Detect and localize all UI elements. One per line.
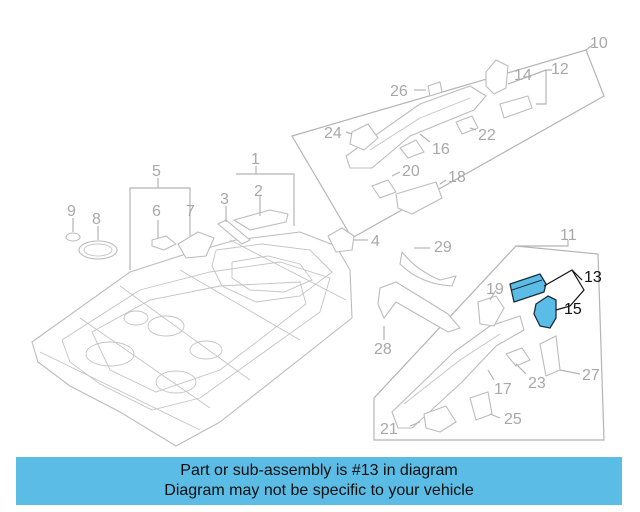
callout-16: 16 — [432, 141, 450, 158]
callout-11: 11 — [560, 227, 577, 244]
part-4-bracket — [327, 227, 355, 253]
part-9-plug — [65, 232, 81, 242]
callout-19: 19 — [486, 281, 504, 298]
panel-11-parts — [391, 295, 561, 433]
callout-29: 29 — [434, 239, 452, 256]
callout-labels: 1 2 3 4 5 6 7 8 9 10 11 12 13 14 15 16 1… — [67, 35, 608, 438]
part-2-rail — [233, 209, 289, 231]
callout-15[interactable]: 15 — [564, 301, 582, 318]
part-29-bracket — [399, 251, 457, 287]
callout-25: 25 — [504, 411, 522, 428]
callout-3: 3 — [220, 191, 229, 208]
part-7-bracket — [177, 231, 215, 259]
callout-21: 21 — [380, 421, 398, 438]
callout-28: 28 — [374, 341, 392, 358]
callout-5: 5 — [152, 163, 161, 180]
callout-23: 23 — [528, 375, 546, 392]
banner-line-2: Diagram may not be specific to your vehi… — [164, 482, 474, 499]
leader-lines — [72, 43, 595, 427]
callout-26: 26 — [390, 83, 408, 100]
floor-pan-assembly — [31, 231, 353, 447]
part-3-rail — [217, 219, 251, 245]
callout-24: 24 — [324, 125, 342, 142]
callout-2: 2 — [254, 183, 263, 200]
panel-10-parts — [345, 59, 533, 215]
callout-14: 14 — [514, 67, 532, 84]
callout-17: 17 — [494, 381, 512, 398]
callout-7: 7 — [186, 203, 195, 220]
callout-13[interactable]: 13 — [584, 269, 602, 286]
part-6-bracket — [151, 235, 177, 251]
callout-8: 8 — [92, 211, 101, 228]
callout-12: 12 — [551, 61, 569, 78]
part-13-highlighted[interactable] — [509, 273, 547, 303]
callout-9: 9 — [67, 203, 76, 220]
callout-20: 20 — [402, 163, 420, 180]
callout-4: 4 — [371, 233, 380, 250]
callout-10: 10 — [590, 35, 608, 52]
banner-line-1: Part or sub-assembly is #13 in diagram — [180, 462, 458, 479]
inset-panel-11 — [373, 245, 605, 441]
callout-1: 1 — [251, 151, 260, 168]
info-banner: Part or sub-assembly is #13 in diagram D… — [16, 457, 622, 505]
part-15-highlighted[interactable] — [533, 295, 557, 329]
callout-18: 18 — [448, 169, 466, 186]
callout-22: 22 — [478, 127, 496, 144]
callout-6: 6 — [152, 203, 161, 220]
part-8-grommet — [78, 240, 118, 260]
part-28-crossmember — [377, 281, 461, 333]
callout-27: 27 — [582, 367, 600, 384]
